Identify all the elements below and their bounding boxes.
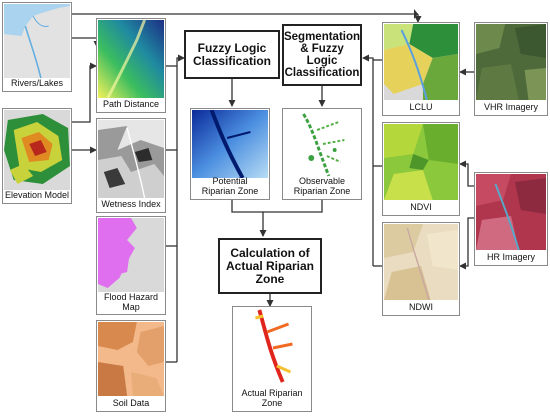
soil-data-tile: Soil Data bbox=[96, 320, 166, 412]
flood-hazard-map-image bbox=[98, 218, 164, 292]
actual-riparian-zone-map bbox=[234, 308, 310, 384]
elevation-model-map bbox=[4, 110, 70, 190]
calculation-actual-riparian-zone-box: Calculation of Actual Riparian Zone bbox=[218, 238, 322, 294]
segmentation-fuzzy-logic-label: Segmentation & Fuzzy Logic Classificatio… bbox=[283, 31, 361, 79]
flood-hazard-map-label: Flood Hazard Map bbox=[103, 292, 159, 312]
segmentation-fuzzy-logic-box: Segmentation & Fuzzy Logic Classificatio… bbox=[282, 24, 362, 86]
path-distance-map bbox=[98, 20, 164, 98]
path-distance-label: Path Distance bbox=[102, 99, 160, 109]
actual-riparian-zone-tile: Actual Riparian Zone bbox=[232, 306, 312, 412]
observable-riparian-zone-label: Observable Riparian Zone bbox=[293, 176, 351, 196]
rivers-lakes-tile: Rivers/Lakes bbox=[2, 2, 72, 92]
wetness-index-tile: Wetness Index bbox=[96, 118, 166, 213]
vhr-imagery-label: VHR Imagery bbox=[483, 102, 538, 112]
rivers-lakes-label: Rivers/Lakes bbox=[10, 78, 64, 88]
hr-imagery-label: HR Imagery bbox=[486, 252, 535, 262]
hr-imagery-tile: HR Imagery bbox=[474, 172, 548, 266]
ndvi-tile: NDVI bbox=[382, 122, 460, 216]
calculation-actual-riparian-zone-label: Calculation of Actual Riparian Zone bbox=[225, 245, 315, 286]
potential-riparian-zone-label: Potential Riparian Zone bbox=[201, 176, 259, 196]
elevation-model-label: Elevation Model bbox=[4, 190, 70, 200]
potential-riparian-zone-map bbox=[192, 110, 268, 178]
ndvi-label: NDVI bbox=[410, 202, 432, 212]
ndwi-map bbox=[384, 224, 458, 300]
elevation-model-tile: Elevation Model bbox=[2, 108, 72, 204]
observable-riparian-zone-map bbox=[284, 110, 360, 178]
ndwi-tile: NDWI bbox=[382, 222, 460, 316]
ndwi-label: NDWI bbox=[409, 302, 433, 312]
ndvi-map bbox=[384, 124, 458, 200]
lclu-tile: LCLU bbox=[382, 22, 460, 116]
fuzzy-logic-classification-label: Fuzzy Logic Classification bbox=[192, 40, 272, 68]
rivers-lakes-map bbox=[4, 4, 70, 78]
vhr-imagery-tile: VHR Imagery bbox=[474, 22, 548, 116]
wetness-index-map bbox=[98, 120, 164, 198]
wetness-index-label: Wetness Index bbox=[101, 199, 161, 209]
soil-data-map bbox=[98, 322, 164, 396]
vhr-imagery-photo bbox=[476, 24, 546, 100]
observable-riparian-zone-tile: Observable Riparian Zone bbox=[282, 108, 362, 200]
path-distance-tile: Path Distance bbox=[96, 18, 166, 113]
lclu-map bbox=[384, 24, 458, 100]
soil-data-label: Soil Data bbox=[112, 398, 150, 408]
fuzzy-logic-classification-box: Fuzzy Logic Classification bbox=[184, 30, 280, 79]
flood-hazard-map-tile: Flood Hazard Map bbox=[96, 216, 166, 315]
hr-imagery-photo bbox=[476, 174, 546, 250]
lclu-label: LCLU bbox=[409, 102, 433, 112]
actual-riparian-zone-label: Actual Riparian Zone bbox=[241, 388, 303, 408]
potential-riparian-zone-tile: Potential Riparian Zone bbox=[190, 108, 270, 200]
